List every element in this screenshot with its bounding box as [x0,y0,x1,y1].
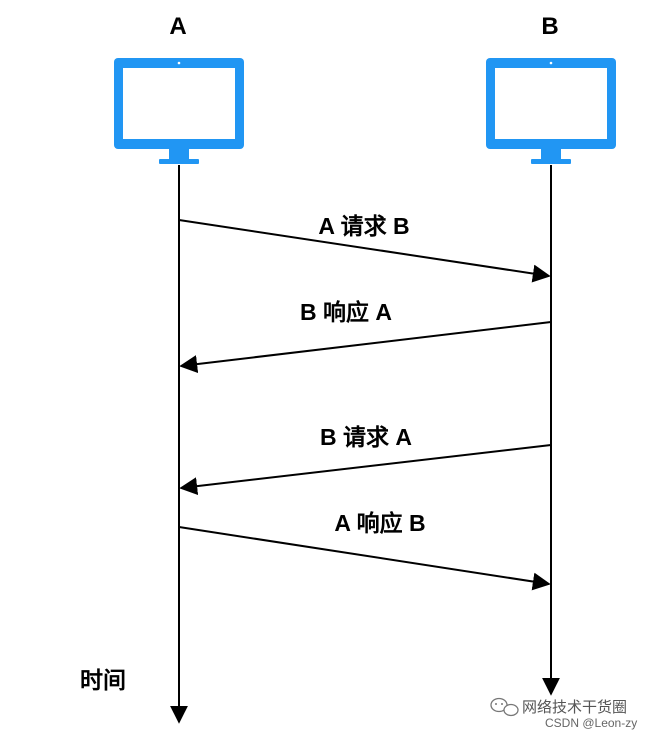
message-label: B 响应 A [300,299,392,325]
message-arrow [179,321,552,374]
message-label: A 请求 B [318,213,409,239]
monitor-icon [486,58,616,164]
time-axis-label: 时间 [80,667,126,693]
wechat-icon [490,697,519,717]
watermark-title: 网络技术干货圈 [522,698,627,716]
message-arrow [178,219,551,283]
host-b-label: B [541,13,558,40]
watermark-credit: CSDN @Leon-zy [545,716,637,730]
message-arrow [178,526,551,591]
host-a-label: A [169,13,186,40]
monitor-icon [114,58,244,164]
message-label: A 响应 B [334,510,425,536]
message-label: B 请求 A [320,424,412,450]
message-arrow [179,444,552,496]
